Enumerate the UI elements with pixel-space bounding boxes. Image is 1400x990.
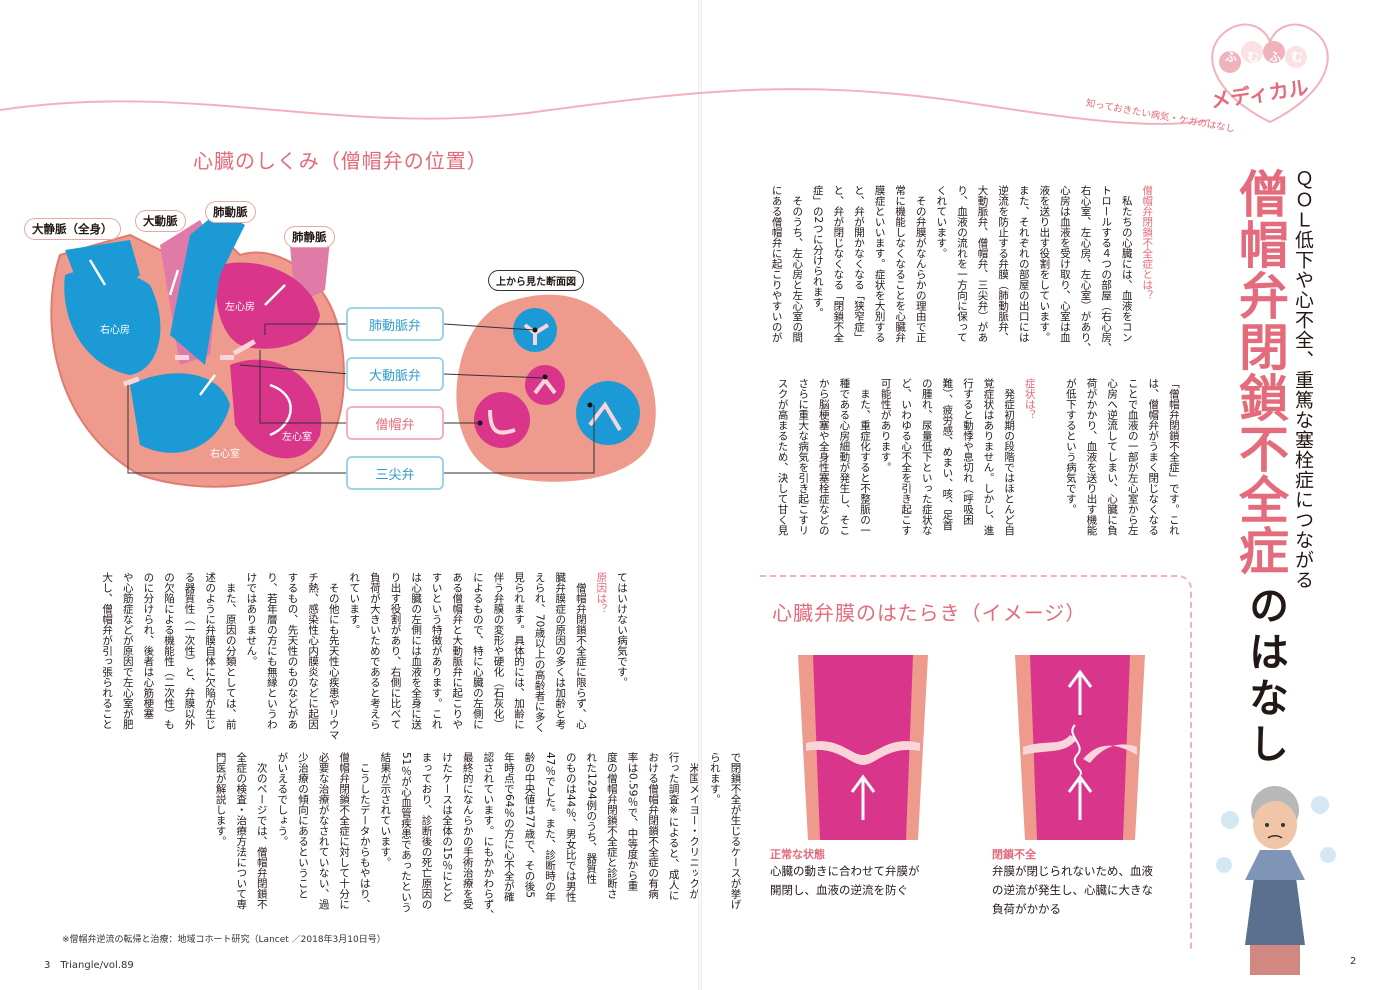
right-ventricle-label: 右心室 <box>210 447 240 460</box>
page-gutter <box>698 0 702 990</box>
cross-section-diagram <box>456 294 656 482</box>
pulmonary-artery <box>170 210 245 365</box>
valve-regurg-illustration <box>1015 655 1145 840</box>
headline-sub: ＱＯＬ低下や心不全、重篤な塞栓症につながる <box>1292 170 1314 590</box>
right-ventricle <box>130 373 230 453</box>
series-logo-heart <box>1211 23 1329 124</box>
headline-tail: のはなし <box>1242 585 1288 769</box>
cross-section-label: 上から見た断面図 <box>488 270 584 291</box>
left-body-column-a: てはいけない病気です。 原因は？ 僧帽弁閉鎖不全症に限らず、心 臓弁膜症の原因の… <box>101 572 628 740</box>
left-atrium <box>216 262 320 349</box>
valve-section-title: 心臓弁膜のはたらき（イメージ） <box>772 601 1087 625</box>
vessel-label-pulmonary-vein: 肺静脈 <box>284 226 335 248</box>
right-body-column-b-visible: 「僧帽弁閉鎖不全症」です。これ は、僧帽弁がうまく閉じなくなる ことで血液の一部… <box>776 378 1180 536</box>
diagram-title: 心臓のしくみ（僧帽弁の位置） <box>193 149 488 173</box>
valve-label-pulmonary: 肺動脈弁 <box>346 307 444 341</box>
headline-main: 僧帽弁閉鎖不全症 <box>1231 168 1289 576</box>
folio-right: 2 <box>1350 956 1357 967</box>
valve-label-aortic: 大動脈弁 <box>346 357 444 391</box>
valve-normal-illustration <box>798 655 928 840</box>
vessel-label-vena-cava: 大静脈（全身） <box>24 218 121 240</box>
normal-caption-text: 心臓の動きに合わせて弁膜が 開閉し、血液の逆流を防ぐ <box>770 864 920 897</box>
left-page: 心臓のしくみ（僧帽弁の位置） 右心房 <box>24 149 656 971</box>
regurg-caption-title: 閉鎖不全 <box>992 848 1036 861</box>
valve-label-tricuspid: 三尖弁 <box>346 456 444 490</box>
normal-caption-title: 正常な状態 <box>770 848 825 861</box>
vessel-label-aorta: 大動脈 <box>135 210 186 232</box>
right-atrium <box>64 269 161 375</box>
series-logo-top: ふむふむ <box>1225 50 1314 64</box>
folio-left: 3 Triangle/vol.89 <box>44 960 134 971</box>
vessel-label-pulmonary-artery: 肺動脈 <box>205 201 256 223</box>
left-ventricle <box>230 359 322 459</box>
footnote: ※僧帽弁逆流の転帰と治療：地域コホート研究（Lancet ／2018年3月10日… <box>62 935 386 945</box>
left-ventricle-label: 左心室 <box>282 430 312 443</box>
heart-diagram: 右心房 右心室 左心房 左心室 <box>50 210 351 488</box>
left-atrium-label: 左心房 <box>225 300 255 313</box>
header-wave <box>0 88 1211 125</box>
right-body-column-a: 僧帽弁閉鎖不全症とは？ 私たちの心臓には、血液をコン トロールする４つの部屋（右… <box>770 185 1154 353</box>
left-body-column-b: で閉鎖不全が生じるケースが挙げ られます。 米国メイヨー・クリニックが 行った調… <box>214 752 742 920</box>
valve-section-frame <box>760 575 1192 950</box>
regurg-caption-text: 弁膜が閉じられないため、血液 の逆流が発生し、心臓に大きな 負荷がかかる <box>992 864 1153 916</box>
valve-label-mitral: 僧帽弁 <box>346 406 444 440</box>
right-atrium-label: 右心房 <box>100 323 130 336</box>
elderly-man-illustration <box>1216 786 1336 975</box>
cross-section-leaders <box>444 323 595 474</box>
